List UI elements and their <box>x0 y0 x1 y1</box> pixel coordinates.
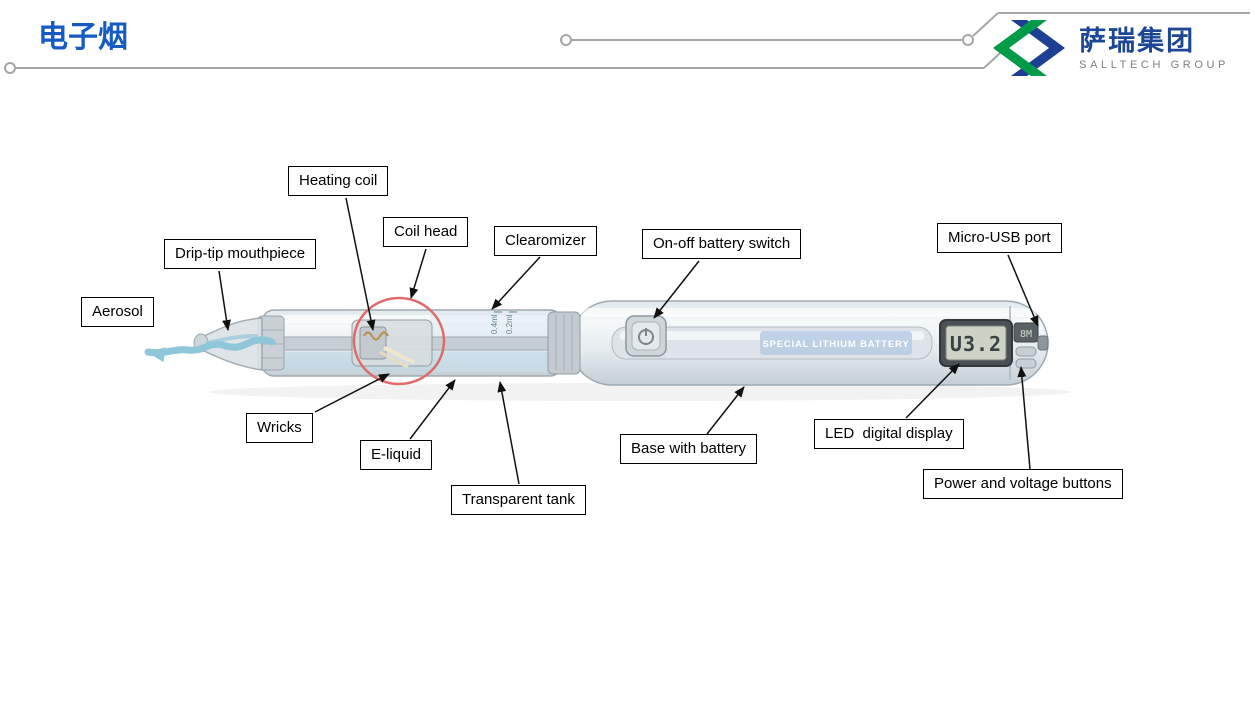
label-led-digital-display: LED digital display <box>814 419 964 449</box>
label-base-with-battery: Base with battery <box>620 434 758 464</box>
led-display-value: U3.2 <box>950 332 1002 356</box>
page-title: 电子烟 <box>38 21 128 54</box>
battery-body-part: SPECIAL LITHIUM BATTERY <box>569 300 1049 386</box>
red-highlight-circle <box>352 296 446 386</box>
arrow-micro-usb <box>1007 254 1039 327</box>
heating-coil-part <box>363 331 389 341</box>
arrow-base-battery <box>706 386 745 435</box>
label-transparent-tank: Transparent tank <box>451 485 586 515</box>
label-drip-tip-mouthpiece: Drip-tip mouthpiece <box>164 239 317 269</box>
arrow-on-off-switch <box>653 260 700 319</box>
arrow-e-liquid <box>409 379 456 440</box>
coil-head-part <box>351 319 433 369</box>
led-display-part: U3.2 <box>939 319 1013 367</box>
side-display-value: 8M <box>1020 329 1032 340</box>
company-logo: 萨瑞集团 SALLTECH GROUP <box>991 18 1229 78</box>
battery-label-text: SPECIAL LITHIUM BATTERY <box>762 339 909 350</box>
wick-part <box>383 346 415 364</box>
label-on-off-battery-switch: On-off battery switch <box>642 229 802 259</box>
label-clearomizer: Clearomizer <box>494 226 597 256</box>
arrow-power-voltage <box>1017 366 1031 470</box>
arrow-led-display <box>905 363 960 419</box>
arrow-coil-head <box>409 248 427 299</box>
salltech-logo-icon <box>993 20 1066 76</box>
label-e-liquid: E-liquid <box>360 440 433 470</box>
tank-scale-04: 0.4ml <box>490 314 499 334</box>
voltage-buttons-part: 8M <box>1013 322 1039 369</box>
aerosol-arrow-icon <box>144 336 276 363</box>
label-micro-usb-port: Micro-USB port <box>937 223 1062 253</box>
label-wricks: Wricks <box>246 413 313 443</box>
label-power-voltage-buttons: Power and voltage buttons <box>923 469 1123 499</box>
tank-scale: 0.4ml 0.2ml <box>490 311 517 334</box>
arrow-heating-coil <box>345 197 376 331</box>
callout-arrows <box>218 197 1039 485</box>
deco-ring-mid <box>560 34 572 46</box>
label-heating-coil: Heating coil <box>288 166 389 196</box>
logo-text: 萨瑞集团 SALLTECH GROUP <box>1079 26 1229 71</box>
deco-ring-right <box>962 34 974 46</box>
micro-usb-port-part <box>1037 335 1049 351</box>
device-shadow <box>210 383 1070 401</box>
logo-company-subtitle: SALLTECH GROUP <box>1079 58 1229 71</box>
label-coil-head: Coil head <box>383 217 469 247</box>
logo-company-name: 萨瑞集团 <box>1079 25 1196 56</box>
arrow-drip-tip <box>218 270 231 331</box>
deco-ring-left <box>4 62 16 74</box>
on-off-switch-part <box>625 315 667 357</box>
label-aerosol: Aerosol <box>81 297 154 327</box>
tank-scale-02: 0.2ml <box>505 314 514 334</box>
arrow-wricks <box>314 373 390 413</box>
arrow-clearomizer <box>491 256 541 310</box>
power-icon <box>638 328 654 345</box>
arrow-transparent-tank <box>497 381 520 485</box>
